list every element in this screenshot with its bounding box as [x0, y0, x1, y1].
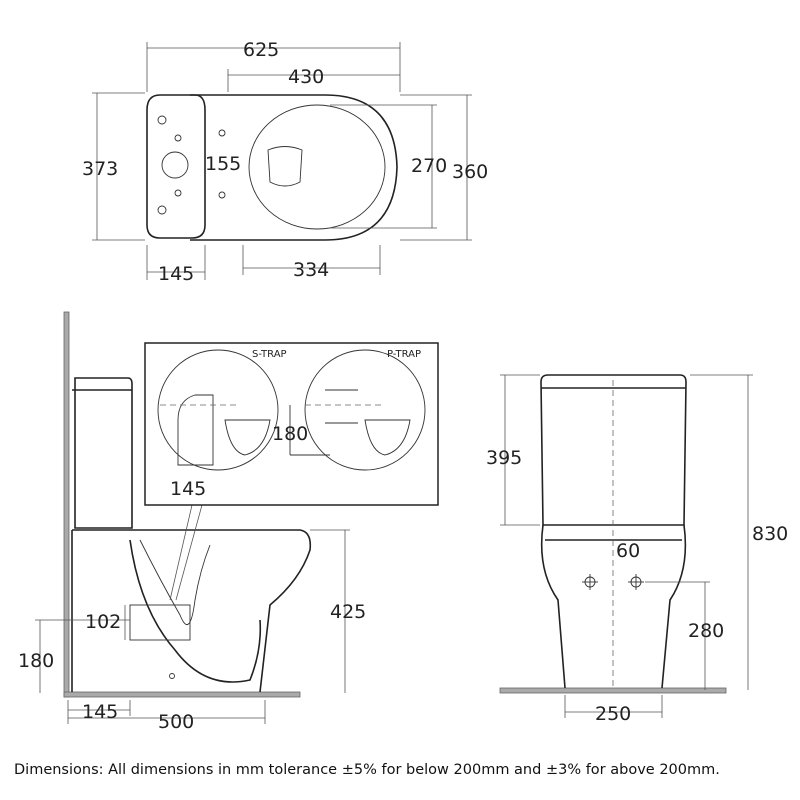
- s-trap-label: S-TRAP: [252, 349, 287, 360]
- dim-seat-height: 425: [330, 601, 366, 623]
- p-trap-detail: [304, 349, 426, 471]
- front-fixing-holes: [582, 574, 644, 590]
- side-view: S-TRAP P-TRAP 180 145 425 102 180 145 50…: [18, 311, 439, 733]
- side-dimension-lines: [35, 529, 350, 724]
- dim-bowl-length: 430: [288, 66, 324, 88]
- dim-overall-depth: 500: [158, 711, 194, 733]
- front-dimension-lines: [500, 374, 753, 718]
- top-dimension-lines: [92, 42, 472, 280]
- wall: [63, 311, 70, 698]
- dim-tank-depth: 145: [158, 263, 194, 285]
- dim-overall-length: 625: [243, 39, 279, 61]
- front-view: 395 830 60 280 250: [486, 374, 788, 725]
- dim-base-width: 250: [595, 703, 631, 725]
- floor: [63, 691, 301, 698]
- seat-outline: [248, 104, 386, 230]
- bowl-side-outline: [71, 529, 312, 693]
- fixing-holes: [157, 115, 226, 215]
- dim-wall-offset: 145: [82, 701, 118, 723]
- dimensions-footnote: Dimensions: All dimensions in mm toleran…: [14, 762, 720, 778]
- cistern-side-outline: [74, 377, 133, 529]
- trap-detail-box: [144, 342, 439, 506]
- trapway: [139, 539, 211, 626]
- flush-button-icon: [161, 151, 189, 179]
- dim-s-trap-offset: 145: [170, 478, 206, 500]
- pedestal-front-outline: [540, 524, 687, 689]
- dim-outlet-height: 102: [85, 611, 121, 633]
- seat-hinge: [267, 146, 303, 187]
- dim-seat-length: 334: [293, 259, 329, 281]
- top-view: 625 430 373 360 270 155 145 334: [82, 39, 488, 285]
- dim-p-trap-height: 180: [272, 423, 308, 445]
- front-floor: [499, 687, 727, 694]
- dim-outlet-center-height: 180: [18, 650, 54, 672]
- dim-fixing-height: 280: [688, 620, 724, 642]
- dim-bowl-width: 360: [452, 161, 488, 183]
- dim-overall-height: 830: [752, 523, 788, 545]
- bowl-top-outline: [190, 94, 398, 241]
- outlet: [129, 604, 191, 641]
- dim-seat-width: 270: [411, 155, 447, 177]
- dim-cistern-height: 395: [486, 447, 522, 469]
- cistern-top-outline: [146, 94, 206, 239]
- cistern-front-outline: [540, 374, 687, 526]
- dim-fixing-spacing-front: 60: [616, 540, 640, 562]
- dim-overall-width: 373: [82, 158, 118, 180]
- p-trap-label: P-TRAP: [387, 349, 421, 360]
- s-trap-detail: [157, 349, 279, 471]
- dim-fixing-spacing: 155: [205, 153, 241, 175]
